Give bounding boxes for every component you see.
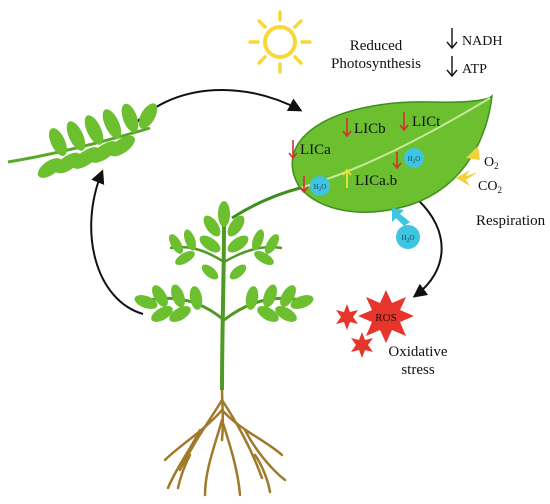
- sun-icon: [248, 10, 312, 74]
- reduced-label: Reduced: [350, 38, 403, 54]
- leaf-down-arrow-small-2-icon: [392, 152, 402, 170]
- water-bubble-icon: H2O: [404, 148, 424, 168]
- ros-star-small-icon: [351, 332, 373, 358]
- co2-arrow-icon: [456, 170, 478, 186]
- atp-label: ATP: [462, 62, 487, 77]
- nadh-label: NADH: [462, 34, 502, 49]
- licb-down-arrow-icon: [342, 118, 352, 138]
- svg-text:H2O: H2O: [408, 155, 421, 165]
- ros-star-small-icon: [336, 304, 358, 330]
- nadh-down-arrow-icon: [446, 28, 458, 50]
- cycle-arrow-right: [412, 199, 443, 298]
- photosynthesis-label: Photosynthesis: [331, 56, 421, 72]
- ros-label: ROS: [375, 312, 396, 324]
- cycle-arrow-left: [90, 169, 144, 315]
- lict-label: LICt: [412, 114, 441, 130]
- o2-label: O2: [484, 155, 499, 171]
- leaflet-branch-icon: [7, 103, 158, 178]
- cycle-arrow-top: [132, 88, 303, 127]
- svg-text:H2O: H2O: [314, 183, 327, 193]
- svg-text:H2O: H2O: [401, 234, 414, 244]
- plant-icon: [134, 201, 314, 497]
- licab-up-arrow-icon: [342, 168, 352, 188]
- lict-down-arrow-icon: [399, 112, 409, 132]
- atp-down-arrow-icon: [446, 56, 458, 78]
- licab-label: LICa.b: [355, 173, 397, 189]
- water-bubble-large-icon: H2O: [396, 225, 420, 249]
- water-drop-arrow-icon: [392, 208, 410, 226]
- respiration-label: Respiration: [476, 213, 546, 229]
- licb-label: LICb: [354, 121, 386, 137]
- ros-star-large-icon: ROS: [358, 290, 414, 343]
- leaf-icon: [231, 93, 493, 220]
- lica-down-arrow-icon: [288, 140, 298, 160]
- leaf-down-arrow-small-icon: [299, 176, 309, 194]
- water-bubble-icon: H2O: [310, 176, 330, 196]
- stress-label: stress: [401, 362, 434, 378]
- co2-label: CO2: [478, 179, 502, 195]
- oxidative-label: Oxidative: [388, 344, 447, 360]
- o2-arrow-icon: [462, 146, 480, 160]
- lica-label: LICa: [300, 142, 331, 158]
